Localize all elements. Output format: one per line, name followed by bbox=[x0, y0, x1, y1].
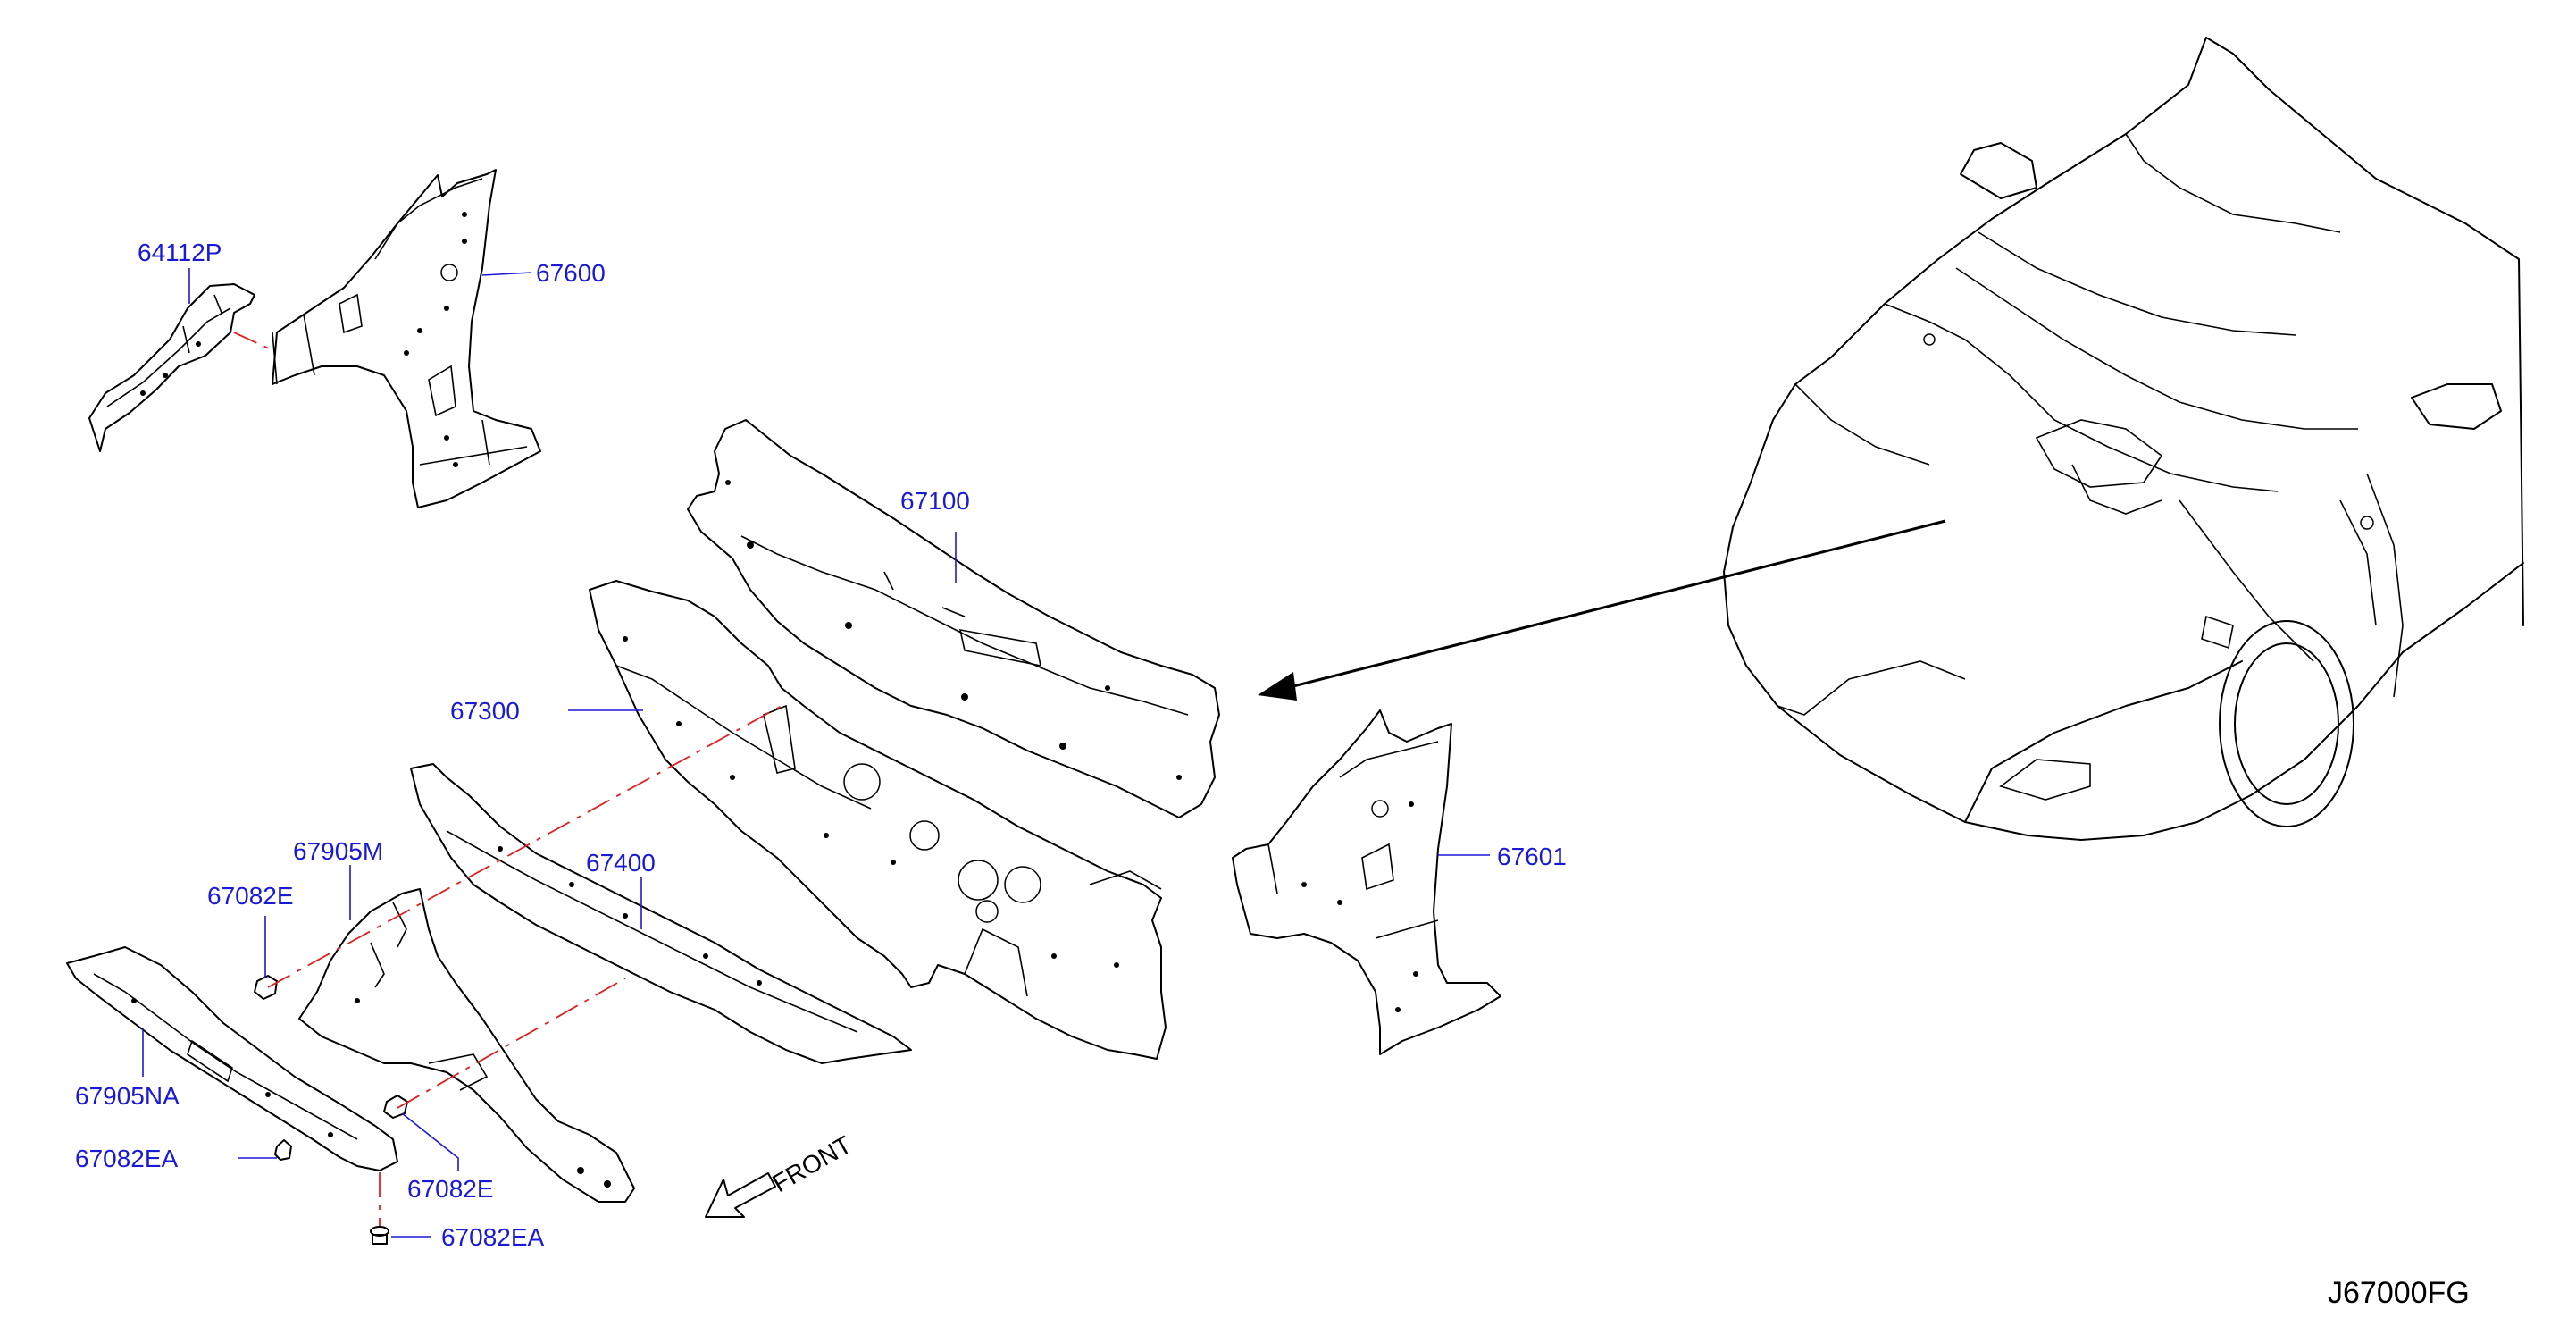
part-label-67400[interactable]: 67400 bbox=[586, 849, 656, 877]
part-label-67082e-b[interactable]: 67082E bbox=[407, 1175, 494, 1203]
clip-67082ea-a-drawing[interactable] bbox=[274, 1139, 292, 1161]
part-67300-drawing[interactable] bbox=[589, 580, 1167, 1060]
part-label-67082e-a[interactable]: 67082E bbox=[207, 882, 294, 910]
front-label: FRONT bbox=[768, 1130, 857, 1197]
clip-67082e-a-drawing[interactable] bbox=[254, 975, 278, 1000]
part-67905m-drawing[interactable] bbox=[298, 888, 635, 1203]
part-label-67600[interactable]: 67600 bbox=[536, 259, 606, 287]
part-67600-drawing[interactable] bbox=[272, 169, 541, 508]
front-arrow-icon bbox=[705, 1172, 776, 1218]
part-67601-drawing[interactable] bbox=[1232, 709, 1501, 1055]
part-label-67300[interactable]: 67300 bbox=[450, 697, 520, 725]
part-labels: 64112P 67600 67100 67300 67905M 67082E 6… bbox=[75, 239, 1567, 1251]
part-label-67905na[interactable]: 67905NA bbox=[75, 1082, 180, 1110]
part-64112p-drawing[interactable] bbox=[88, 283, 255, 452]
alignment-lines bbox=[233, 332, 782, 1226]
part-label-67601[interactable]: 67601 bbox=[1497, 843, 1567, 870]
part-label-67905m[interactable]: 67905M bbox=[293, 837, 383, 865]
vehicle-overview-drawing bbox=[1723, 37, 2524, 841]
part-67100-drawing[interactable] bbox=[687, 419, 1220, 818]
part-label-67082ea-b[interactable]: 67082EA bbox=[441, 1223, 545, 1251]
clip-67082e-b-drawing[interactable] bbox=[383, 1095, 408, 1119]
leader-lines bbox=[142, 268, 1490, 1238]
part-67400-drawing[interactable] bbox=[410, 763, 912, 1064]
diagram-code: J67000FG bbox=[2328, 1276, 2470, 1310]
part-label-64112p[interactable]: 64112P bbox=[138, 239, 222, 266]
clip-67082ea-b-drawing[interactable] bbox=[370, 1226, 389, 1245]
part-label-67100[interactable]: 67100 bbox=[900, 487, 970, 515]
location-arrow bbox=[1258, 519, 1946, 701]
part-67905na-drawing[interactable] bbox=[66, 946, 398, 1171]
part-label-67082ea-a[interactable]: 67082EA bbox=[75, 1145, 179, 1172]
